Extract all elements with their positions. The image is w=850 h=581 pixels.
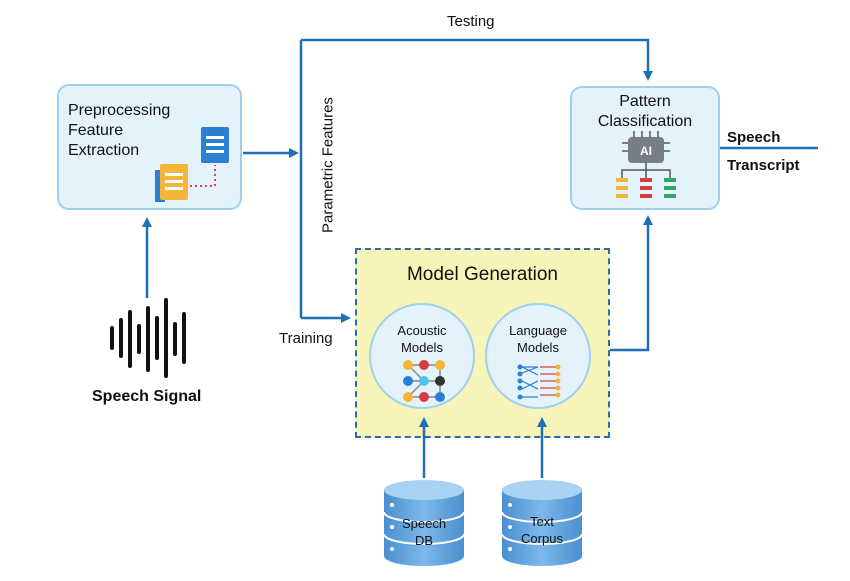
neural-network-icon-acoustic — [403, 360, 445, 402]
acoustic-models-circle — [369, 303, 475, 409]
arrow-model-to-pattern — [610, 215, 653, 352]
ai-chip-icon: AI — [616, 131, 676, 198]
testing-label: Testing — [447, 13, 495, 30]
pattern-classification-label: Pattern Classification — [597, 93, 693, 130]
preprocessing-label: Preprocessing Feature Extraction — [68, 102, 171, 159]
neural-network-icon-language — [517, 364, 561, 400]
model-generation-title: Model Generation — [406, 264, 559, 285]
language-models-circle — [485, 303, 591, 409]
acoustic-models-label: Acoustic Models — [397, 323, 447, 355]
database-icon-speech-db — [383, 480, 465, 566]
text-corpus-label: Text Corpus — [521, 514, 563, 546]
speech-transcript-label: Speech Transcript — [727, 129, 800, 174]
arrow-testing — [301, 38, 653, 81]
documents-icon — [155, 127, 229, 202]
parametric-features-label: Parametric Features — [319, 97, 337, 233]
database-icon-text-corpus — [501, 480, 583, 566]
speech-db-label: Speech DB — [401, 516, 447, 548]
svg-text:AI: AI — [640, 144, 652, 158]
speech-signal-label: Speech Signal — [92, 388, 202, 405]
language-models-label: Language Models — [509, 323, 567, 355]
training-label: Training — [279, 330, 333, 347]
waveform-icon — [110, 298, 186, 378]
